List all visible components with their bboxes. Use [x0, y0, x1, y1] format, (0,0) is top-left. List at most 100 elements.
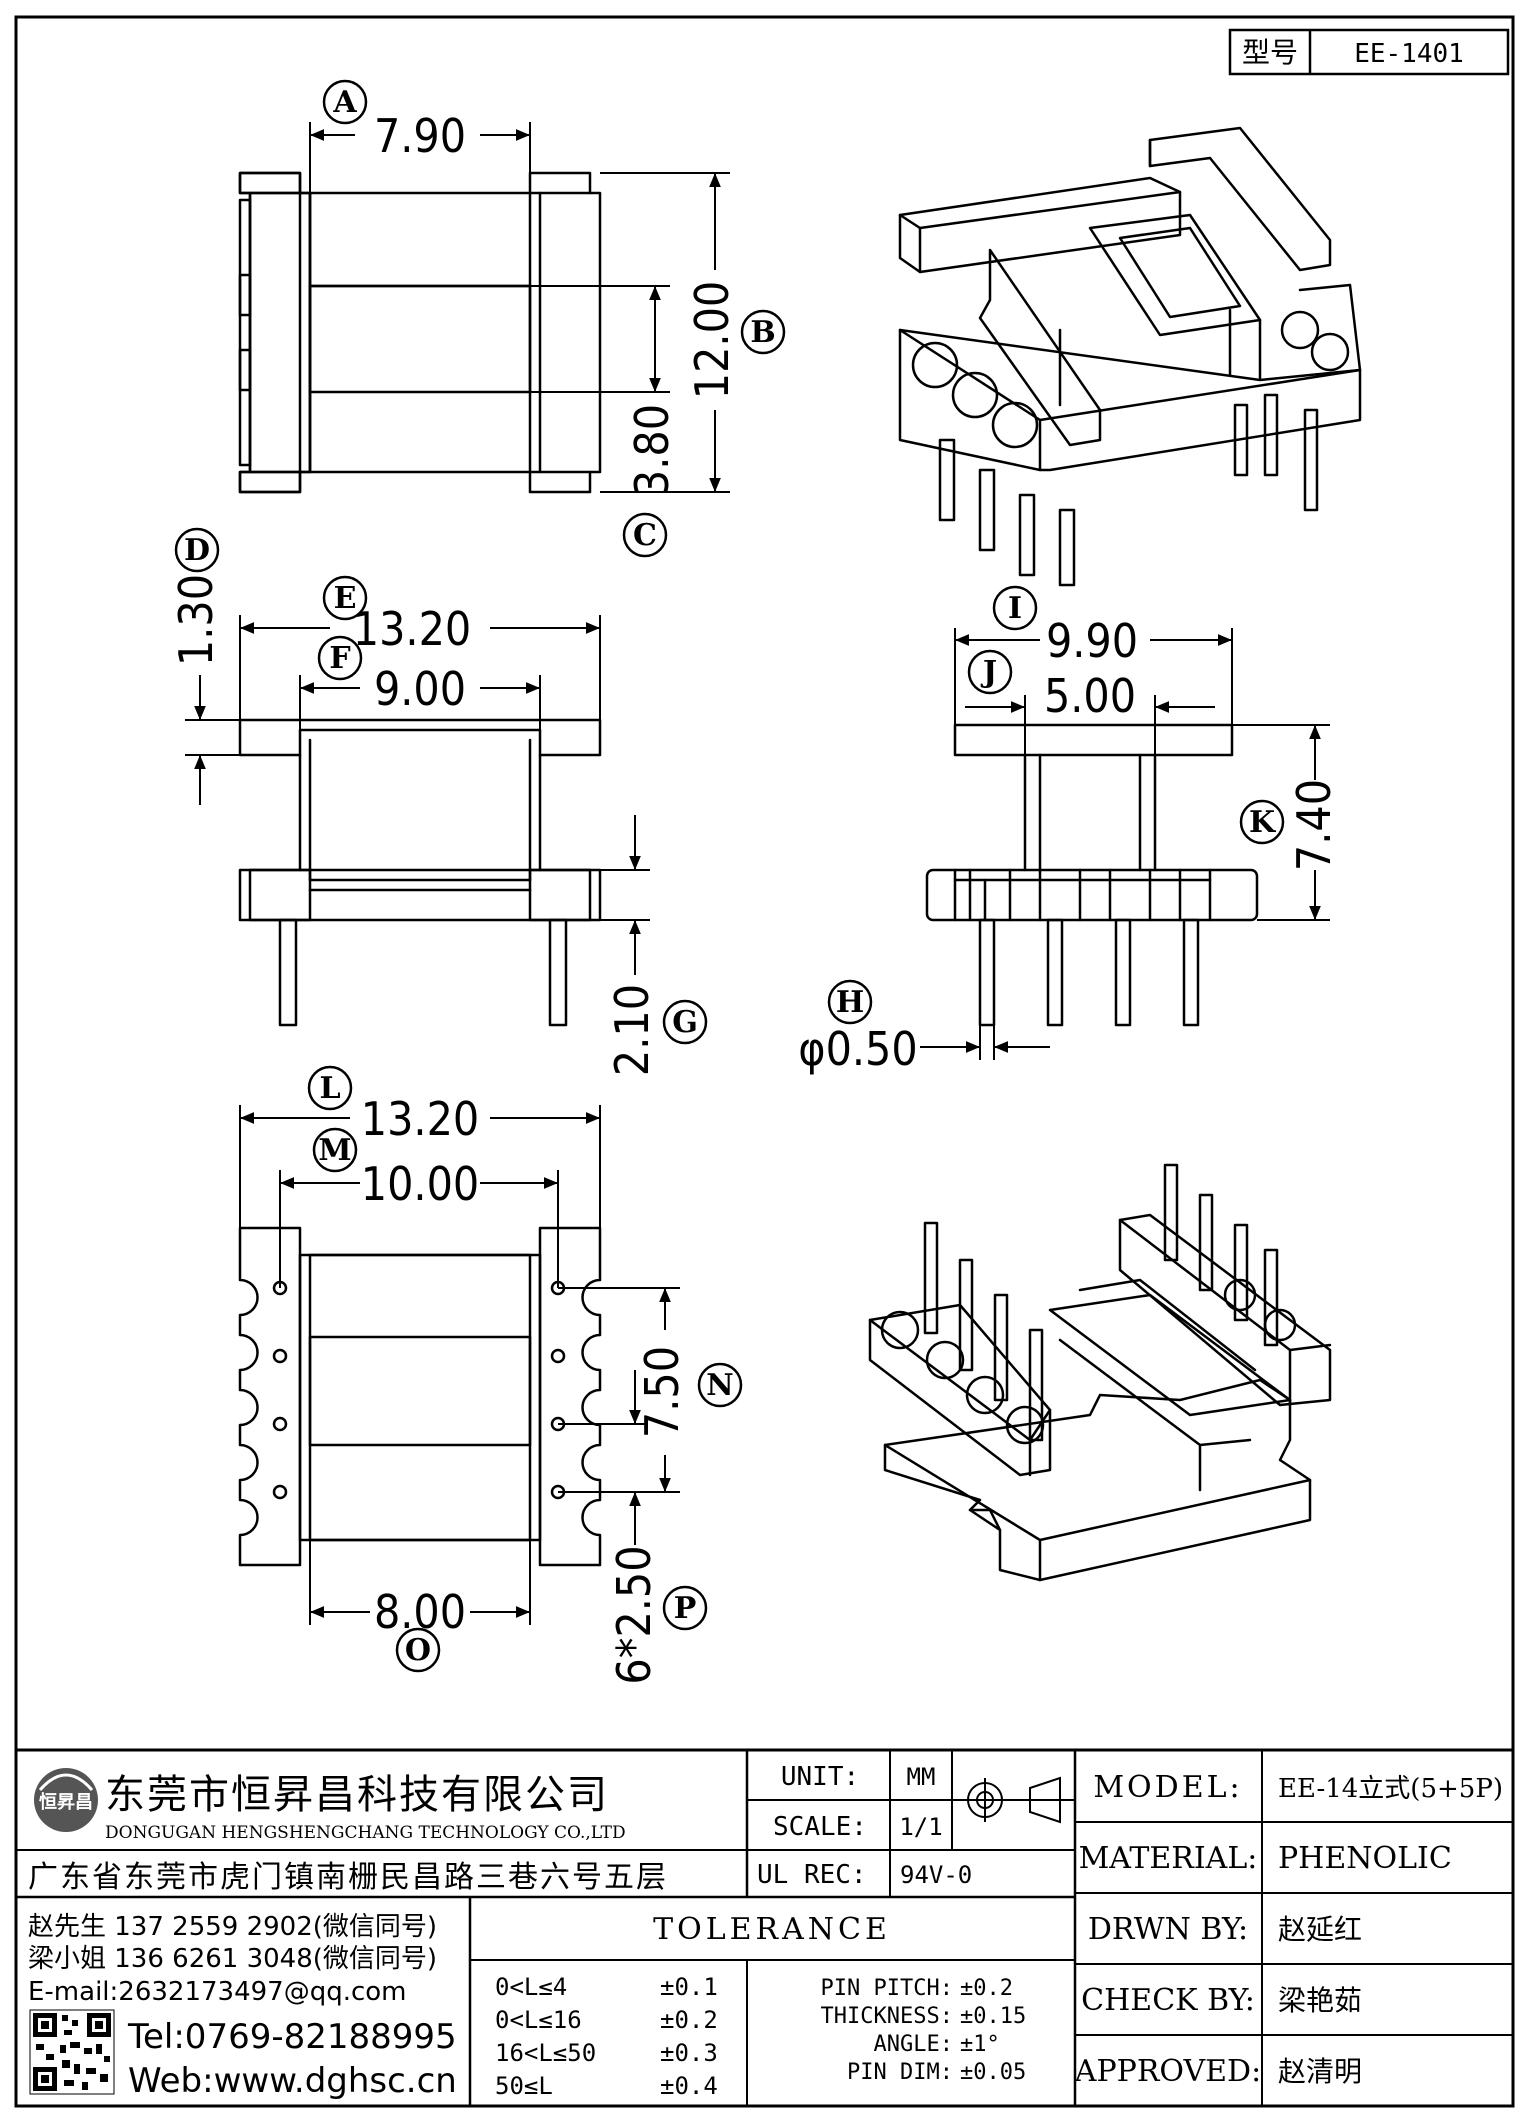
- dim-e-text: 13.20: [353, 602, 471, 656]
- bottom-view: [238, 1226, 602, 1567]
- svg-text:±0.2: ±0.2: [960, 1976, 1013, 2001]
- unit-label: UNIT:: [781, 1762, 859, 1792]
- dim-f-text: 9.00: [374, 662, 466, 716]
- svg-text:O: O: [405, 1633, 431, 1668]
- callout-b: B: [740, 309, 786, 355]
- dim-j-text: 5.00: [1044, 669, 1136, 723]
- callout-g: G: [662, 999, 708, 1045]
- callout-n: N: [697, 1362, 743, 1408]
- check-by-value: 梁艳茹: [1278, 1984, 1362, 2017]
- tolerance-others: PIN PITCH: ±0.2 THICKNESS: ±0.15 ANGLE: …: [821, 1976, 1027, 2085]
- iso-view-top: [898, 126, 1362, 587]
- dim-p-text: 6*2.50: [607, 1545, 661, 1684]
- svg-text:D: D: [184, 533, 210, 568]
- scale-value: 1/1: [899, 1813, 942, 1841]
- svg-text:±0.2: ±0.2: [660, 2006, 718, 2034]
- svg-text:I: I: [1008, 591, 1022, 626]
- svg-text:C: C: [633, 518, 657, 553]
- dim-c-text: 3.80: [625, 404, 679, 496]
- svg-text:N: N: [706, 1368, 733, 1403]
- unit-value: MM: [907, 1763, 936, 1791]
- svg-text:PIN DIM:: PIN DIM:: [847, 2060, 953, 2085]
- email: E-mail:2632173497@qq.com: [28, 1977, 407, 2007]
- callout-k: K: [1239, 799, 1285, 845]
- callout-j: J: [967, 649, 1013, 695]
- projection-symbol-icon: [960, 1776, 1070, 1824]
- part-number-label: 型号: [1242, 36, 1298, 69]
- callout-a: A: [322, 79, 368, 125]
- ul-rec-label: UL REC:: [757, 1860, 867, 1890]
- callout-f: F: [317, 635, 363, 681]
- dim-k-text: 7.40: [1287, 779, 1341, 871]
- logo-text: 恒昇昌: [39, 1791, 93, 1813]
- ul-rec-value: 94V-0: [900, 1861, 972, 1889]
- callout-c: C: [622, 512, 668, 558]
- svg-text:F: F: [329, 641, 350, 676]
- dim-b-text: 12.00: [685, 281, 739, 399]
- scale-label: SCALE:: [773, 1812, 867, 1842]
- callout-i: I: [992, 585, 1038, 631]
- svg-text:H: H: [836, 985, 864, 1020]
- svg-text:K: K: [1249, 805, 1276, 840]
- dim-l-text: 13.20: [361, 1092, 479, 1146]
- company-logo: 恒昇昌: [34, 1768, 98, 1832]
- svg-text:M: M: [318, 1133, 351, 1168]
- side-view: [925, 723, 1259, 1027]
- website: Web:www.dghsc.cn: [128, 2061, 457, 2101]
- contact-2: 梁小姐 136 6261 3048(微信同号): [28, 1944, 437, 1974]
- callouts: A B C D E F G H I J K L M N O P: [174, 79, 1285, 1673]
- approved-label: APPROVED:: [1074, 2054, 1261, 2089]
- qr-code: [29, 2009, 115, 2095]
- callout-p: P: [662, 1585, 708, 1631]
- approved-value: 赵清明: [1278, 2055, 1362, 2088]
- svg-text:G: G: [672, 1005, 698, 1040]
- dim-g-text: 2.10: [605, 984, 659, 1076]
- callout-d: D: [174, 527, 220, 573]
- material-value: PHENOLIC: [1278, 1841, 1452, 1876]
- part-number-value: EE-1401: [1354, 39, 1464, 69]
- dim-a-text: 7.90: [374, 109, 466, 163]
- dim-i-text: 9.90: [1046, 614, 1138, 668]
- callout-m: M: [312, 1127, 358, 1173]
- svg-text:THICKNESS:: THICKNESS:: [821, 2004, 953, 2029]
- front-view: [238, 718, 602, 1027]
- svg-text:ANGLE:: ANGLE:: [874, 2032, 953, 2057]
- svg-text:0<L≤4: 0<L≤4: [495, 1973, 567, 2001]
- dimension-lines: [185, 122, 1330, 1625]
- svg-text:PIN PITCH:: PIN PITCH:: [821, 1976, 953, 2001]
- company-name-cn: 东莞市恒昇昌科技有限公司: [105, 1772, 609, 1818]
- telephone: Tel:0769-82188995: [127, 2017, 457, 2057]
- callout-o: O: [395, 1627, 441, 1673]
- dimension-texts: 7.90 12.00 3.80 1.30 13.20 9.00 2.10 φ0.…: [169, 109, 1341, 1685]
- svg-text:50≤L: 50≤L: [495, 2072, 553, 2100]
- dim-n-text: 7.50: [635, 1346, 689, 1438]
- dim-d-text: 1.30: [169, 574, 223, 666]
- svg-text:16<L≤50: 16<L≤50: [495, 2039, 596, 2067]
- svg-text:B: B: [750, 315, 775, 350]
- svg-text:±0.1: ±0.1: [660, 1973, 718, 2001]
- callout-e: E: [322, 575, 368, 621]
- check-by-label: CHECK BY:: [1081, 1983, 1255, 2018]
- svg-text:±0.4: ±0.4: [660, 2072, 718, 2100]
- company-name-en: DONGUGAN HENGSHENGCHANG TECHNOLOGY CO.,L…: [105, 1823, 626, 1843]
- contact-1: 赵先生 137 2559 2902(微信同号): [28, 1912, 437, 1942]
- info-labels: MODEL: MATERIAL: DRWN BY: CHECK BY: APPR…: [1074, 1770, 1261, 2089]
- model-label: MODEL:: [1093, 1770, 1242, 1805]
- svg-text:A: A: [332, 85, 357, 120]
- callout-l: L: [307, 1065, 353, 1111]
- drawn-by-value: 赵延红: [1278, 1913, 1362, 1946]
- top-view: [238, 171, 602, 494]
- svg-text:0<L≤16: 0<L≤16: [495, 2006, 582, 2034]
- svg-text:±0.05: ±0.05: [960, 2060, 1026, 2085]
- dim-m-text: 10.00: [361, 1157, 479, 1211]
- sheet-border: [14, 15, 1515, 2108]
- dim-h-text: φ0.50: [798, 1022, 917, 1076]
- svg-text:P: P: [674, 1591, 697, 1626]
- material-label: MATERIAL:: [1079, 1841, 1258, 1876]
- part-number-box: 型号 EE-1401: [1228, 28, 1510, 76]
- svg-text:±1°: ±1°: [960, 2032, 1000, 2057]
- svg-text:J: J: [980, 655, 997, 690]
- company-address: 广东省东莞市虎门镇南栅民昌路三巷六号五层: [28, 1860, 668, 1895]
- iso-view-bottom: [868, 1163, 1332, 1582]
